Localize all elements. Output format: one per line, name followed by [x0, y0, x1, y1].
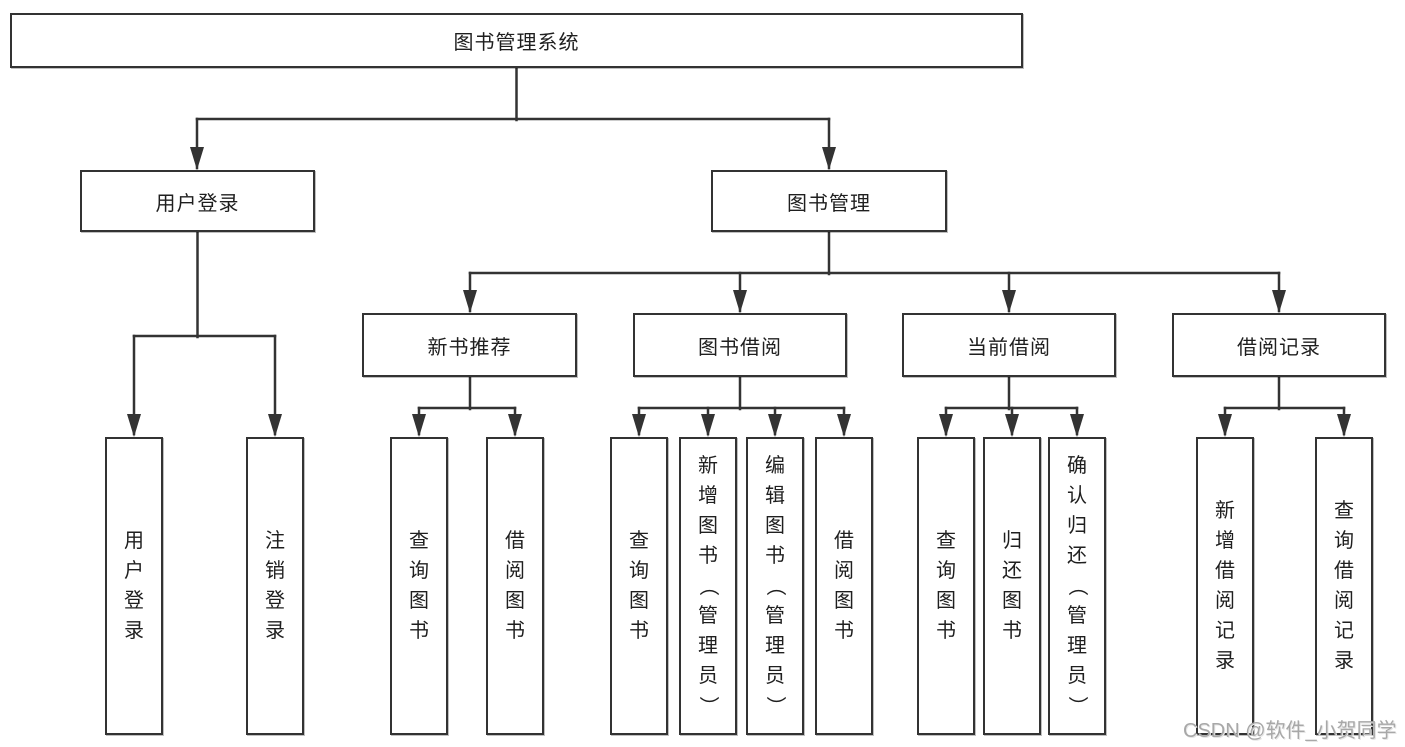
arrowhead	[1070, 414, 1084, 437]
leaf-query-books-current: 查询图书	[917, 437, 975, 735]
arrowhead	[1272, 290, 1286, 313]
leaf-logout: 注销登录	[246, 437, 304, 735]
node-current-borrow: 当前借阅	[902, 313, 1116, 377]
arrowhead	[1337, 414, 1351, 437]
arrowhead	[822, 147, 836, 170]
node-library-management-system: 图书管理系统	[10, 13, 1023, 68]
arrowhead	[463, 290, 477, 313]
node-book-borrow: 图书借阅	[633, 313, 847, 377]
leaf-query-books-borrow: 查询图书	[610, 437, 668, 735]
leaf-confirm-return-admin: 确认归还（管理员）	[1048, 437, 1106, 735]
leaf-query-books-recommend: 查询图书	[390, 437, 448, 735]
arrowhead	[190, 147, 204, 170]
arrowhead	[412, 414, 426, 437]
leaf-user-login: 用户登录	[105, 437, 163, 735]
node-new-book-recommend: 新书推荐	[362, 313, 577, 377]
leaf-query-borrow-record: 查询借阅记录	[1315, 437, 1373, 735]
arrowhead	[768, 414, 782, 437]
arrowhead	[733, 290, 747, 313]
arrowhead	[268, 414, 282, 437]
csdn-watermark: CSDN @软件_小贺同学	[1183, 720, 1397, 742]
arrowhead	[1005, 414, 1019, 437]
arrowhead	[127, 414, 141, 437]
node-user-login: 用户登录	[80, 170, 315, 232]
leaf-borrow-books-recommend: 借阅图书	[486, 437, 544, 735]
arrowhead	[1002, 290, 1016, 313]
arrowhead	[508, 414, 522, 437]
arrowhead	[632, 414, 646, 437]
leaf-edit-books-admin: 编辑图书（管理员）	[746, 437, 804, 735]
node-borrow-records: 借阅记录	[1172, 313, 1386, 377]
arrowhead	[837, 414, 851, 437]
arrowhead	[1218, 414, 1232, 437]
leaf-return-books: 归还图书	[983, 437, 1041, 735]
leaf-add-borrow-record: 新增借阅记录	[1196, 437, 1254, 735]
arrowhead	[701, 414, 715, 437]
arrowhead	[939, 414, 953, 437]
leaf-add-books-admin: 新增图书（管理员）	[679, 437, 737, 735]
node-book-management: 图书管理	[711, 170, 947, 232]
leaf-borrow-books: 借阅图书	[815, 437, 873, 735]
